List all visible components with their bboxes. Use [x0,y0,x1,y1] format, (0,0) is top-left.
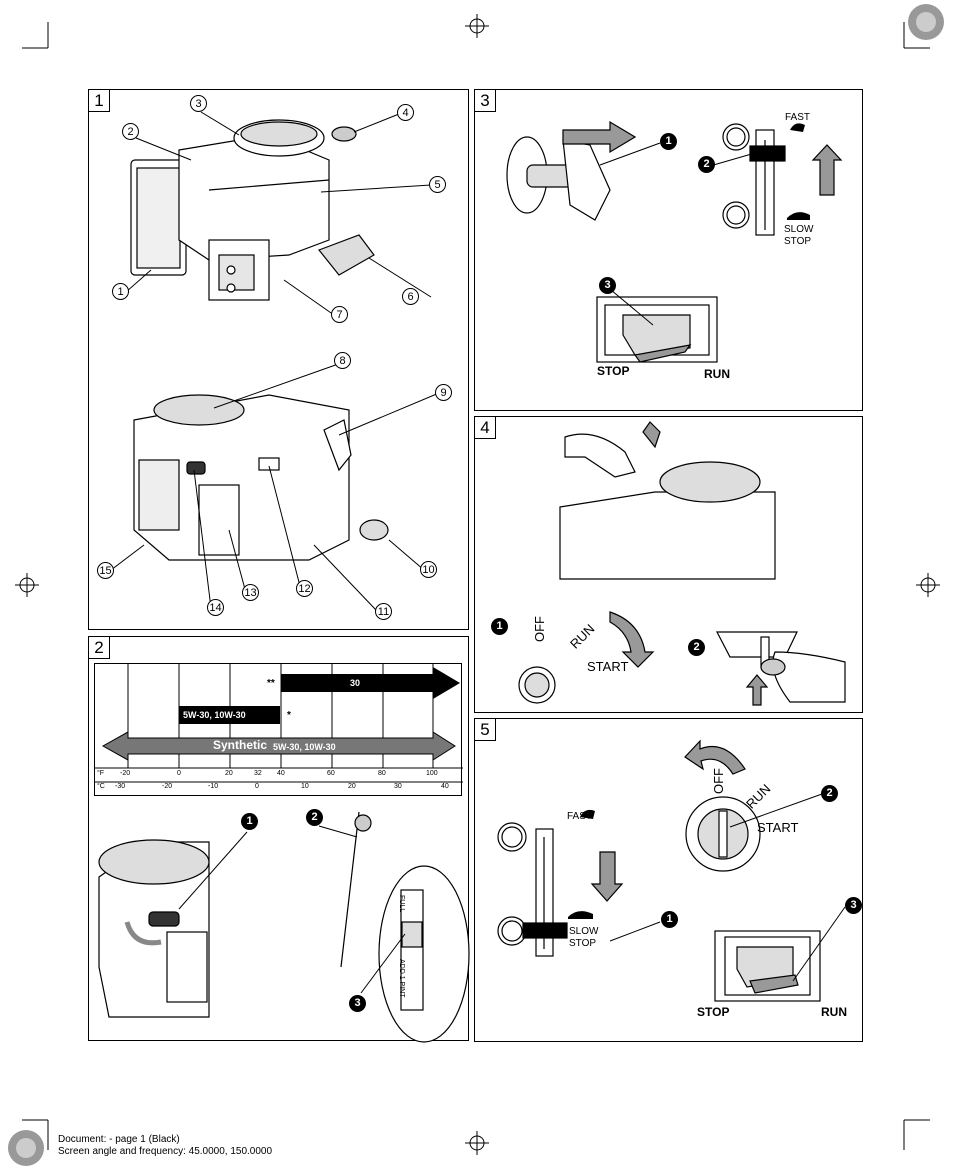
panel-number: 2 [89,637,110,659]
step-1: 1 [491,618,508,635]
start-label: START [757,820,799,835]
callout-5: 5 [429,176,446,193]
callout-1: 1 [112,283,129,300]
panel-4: 4 OFF RUN START 1 2 [474,416,863,713]
stop-label-small: STOP [569,938,597,949]
callout-9: 9 [435,384,452,401]
f-tick: 60 [327,770,335,777]
panel-5-illustration [497,739,846,1002]
f-tick: 100 [426,770,438,777]
run-label: RUN [704,367,730,381]
step-2: 2 [688,639,705,656]
f-tick: 0 [177,770,181,777]
stop-label: STOP [597,364,630,378]
off-label: OFF [532,616,547,642]
panel-number: 4 [475,417,496,439]
callout-13: 13 [242,584,259,601]
oil-chart-graphic [95,664,463,783]
synthetic-grades: 5W-30, 10W-30 [273,742,336,752]
f-tick: 80 [378,770,386,777]
off-label: OFF [711,768,726,794]
step-2: 2 [821,785,838,802]
grade-5w30: 5W-30, 10W-30 [183,710,246,720]
c-tick: -30 [115,783,126,790]
mark-double: ** [267,678,275,689]
callout-15: 15 [97,562,114,579]
stop-label-small: STOP [784,236,812,247]
callout-3: 3 [190,95,207,112]
panel-3-illustration [506,120,843,363]
dipstick-full: FULL [398,895,405,913]
step-1: 1 [660,133,677,150]
c-tick: 30 [394,783,402,790]
callout-2: 2 [122,123,139,140]
c-tick: 20 [348,783,356,790]
engine-illustration-top [110,111,440,611]
c-tick: -20 [162,783,173,790]
step-3: 3 [349,995,366,1012]
start-label: START [587,659,629,674]
f-tick: 20 [225,770,233,777]
step-3: 3 [845,897,862,914]
fast-label: FAST [567,811,593,822]
panel-3: 3 1 2 3 FAST SLOW STOP STOP R [474,89,863,411]
f-tick: 32 [254,770,262,777]
stop-label: STOP [697,1005,730,1019]
panel-4-illustration [518,421,846,706]
callout-10: 10 [420,561,437,578]
slow-label: SLOW [784,224,814,235]
oil-viscosity-chart: 30 ** 5W-30, 10W-30 * Synthetic 5W-30, 1… [94,663,463,796]
fast-label: FAST [785,112,811,123]
document-footer: Document: - page 1 (Black) Screen angle … [58,1134,272,1158]
arrow-synthetic [101,731,456,761]
step-3: 3 [599,277,616,294]
f-tick: -20 [120,770,131,777]
panel-number: 1 [89,90,110,112]
c-tick: 10 [301,783,309,790]
oil-fill-illustration [98,811,470,1043]
footer-line-1: Document: - page 1 (Black) [58,1134,180,1145]
mark-single: * [287,710,291,721]
run-label-bottom: RUN [821,1005,847,1019]
dipstick-add: ADD 1 PINT [398,959,405,998]
c-tick: 0 [255,783,259,790]
step-2: 2 [698,156,715,173]
callout-6: 6 [402,288,419,305]
step-1: 1 [661,911,678,928]
slow-label: SLOW [569,926,599,937]
f-unit: °F [97,770,105,777]
grade-30: 30 [350,678,361,688]
callout-11: 11 [375,603,392,620]
panel-number: 5 [475,719,496,741]
panel-1: 1 [88,89,469,630]
step-1: 1 [241,813,258,830]
bar-5w30 [179,706,280,724]
step-2: 2 [306,809,323,826]
panel-5: 5 FAST SLOW STOP OFF RUN START STOP [474,718,863,1042]
callout-12: 12 [296,580,313,597]
panel-number: 3 [475,90,496,112]
c-tick: -10 [208,783,219,790]
callout-14: 14 [207,599,224,616]
c-unit: °C [97,783,105,790]
panel-2: 2 30 ** 5W-30, 10W-30 * Synthetic 5W-30,… [88,636,470,1043]
callout-8: 8 [334,352,351,369]
callout-7: 7 [331,306,348,323]
f-tick: 40 [277,770,285,777]
footer-line-2: Screen angle and frequency: 45.0000, 150… [58,1146,273,1157]
synthetic-label: Synthetic [213,738,268,752]
callout-4: 4 [397,104,414,121]
arrow-30 [281,667,460,699]
c-tick: 40 [441,783,449,790]
